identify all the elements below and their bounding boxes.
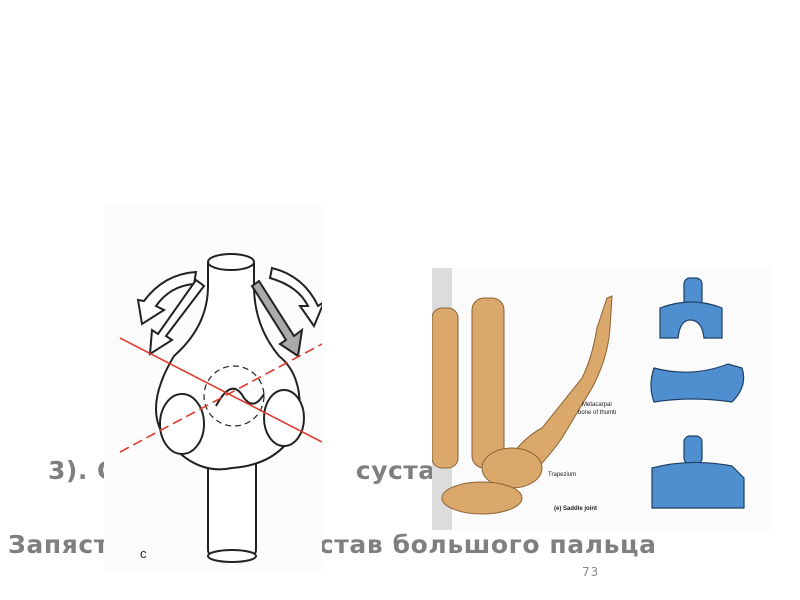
figure-label: c (140, 546, 147, 561)
hand-bones-and-saddle-model-icon: Metacarpal bone of thumb Trapezium (e) S… (431, 268, 745, 530)
slide-subheading: Запяст став большого пальца (8, 530, 657, 559)
metacarpal-label-2: bone of thumb (578, 410, 617, 416)
subheading-left-text: Запяст (8, 530, 109, 559)
saddle-joint-illustration: Metacarpal bone of thumb Trapezium (e) S… (431, 268, 772, 530)
trapezium-label: Trapezium (548, 472, 576, 478)
metacarpal-label: Metacarpal (582, 402, 612, 408)
subheading-right-text: став большого пальца (318, 530, 657, 559)
figure-caption: (e) Saddle joint (554, 506, 597, 512)
saddle-joint-drawing-icon: c (119, 253, 327, 563)
saddle-joint-diagram: c (104, 206, 327, 570)
page-number: 73 (582, 565, 600, 579)
